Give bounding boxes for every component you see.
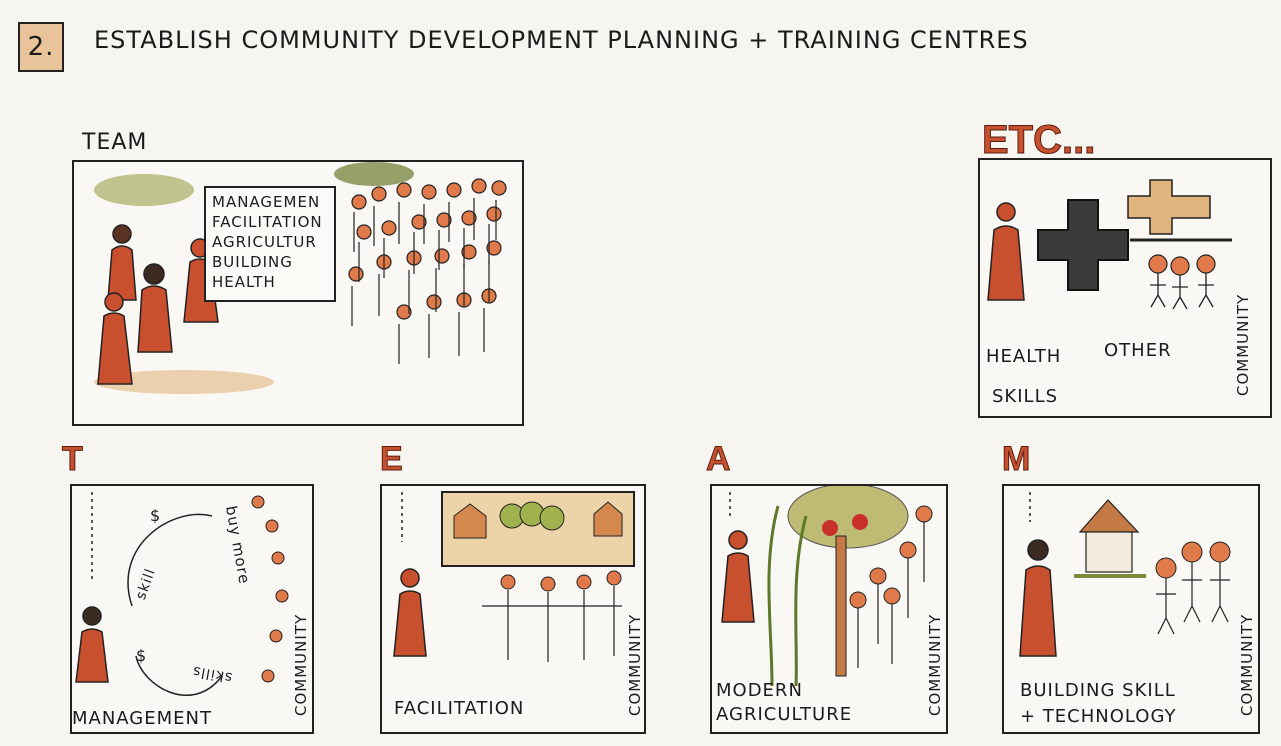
cycle-dollar-bottom: $	[136, 646, 148, 665]
building-community: COMMUNITY	[1238, 613, 1256, 716]
facilitation-caption: FACILITATION	[394, 698, 525, 719]
agriculture-community: COMMUNITY	[926, 613, 944, 716]
management-caption: MANAGEMENT	[72, 708, 212, 729]
management-illustration	[75, 492, 289, 697]
team-label: TEAM	[82, 130, 148, 155]
cycle-dollar-top: $	[150, 506, 162, 525]
facilitation-community: COMMUNITY	[626, 613, 644, 716]
management-community: COMMUNITY	[292, 613, 310, 716]
step-number: 2.	[18, 22, 64, 72]
panel-letter-t: T	[62, 440, 84, 479]
facilitation-illustration	[393, 491, 635, 662]
board-line-agriculture: AGRICULTUR	[212, 233, 317, 251]
panel-letter-m: M	[1001, 440, 1031, 479]
etc-health: HEALTH	[986, 346, 1062, 367]
etc-panel: HEALTH OTHER SKILLS COMMUNITY	[978, 158, 1272, 418]
agriculture-caption-line2: AGRICULTURE	[716, 704, 853, 725]
team-panel: MANAGEMEN FACILITATION AGRICULTUR BUILDI…	[72, 160, 524, 426]
panel-letter-e: E	[380, 440, 404, 479]
agriculture-caption-line1: MODERN	[716, 680, 803, 701]
etc-other: OTHER	[1104, 340, 1172, 361]
board-line-management: MANAGEMEN	[212, 193, 321, 211]
board-line-facilitation: FACILITATION	[212, 213, 323, 231]
etc-skills: SKILLS	[992, 386, 1059, 407]
page-title: ESTABLISH COMMUNITY DEVELOPMENT PLANNING…	[94, 26, 1029, 54]
etc-illustration	[987, 179, 1232, 310]
agriculture-illustration	[721, 486, 933, 687]
management-panel: skill $ buy more skills $ MANAGEMENT COM…	[70, 484, 314, 734]
facilitation-panel: FACILITATION COMMUNITY	[380, 484, 646, 734]
building-caption-line1: BUILDING SKILL	[1020, 680, 1176, 701]
training-board: MANAGEMEN FACILITATION AGRICULTUR BUILDI…	[204, 186, 336, 302]
building-panel: BUILDING SKILL + TECHNOLOGY COMMUNITY	[1002, 484, 1260, 734]
etc-community: COMMUNITY	[1234, 293, 1252, 396]
team-illustration	[94, 162, 507, 394]
panel-letter-a: A	[706, 440, 732, 479]
building-illustration	[1019, 492, 1231, 657]
building-caption-line2: + TECHNOLOGY	[1020, 706, 1177, 727]
etc-label: ETC...	[981, 118, 1096, 163]
board-line-health: HEALTH	[212, 273, 276, 291]
agriculture-panel: MODERN AGRICULTURE COMMUNITY	[710, 484, 948, 734]
board-line-building: BUILDING	[212, 253, 293, 271]
